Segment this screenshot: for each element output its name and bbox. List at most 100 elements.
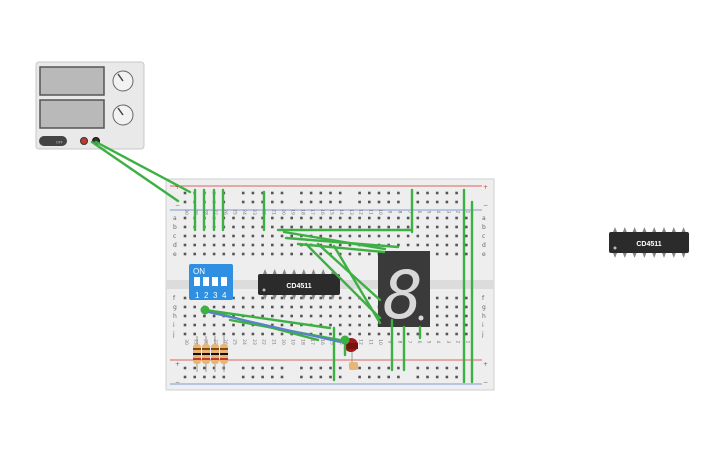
breadboard-hole[interactable] — [445, 305, 449, 309]
breadboard-hole[interactable] — [271, 243, 274, 247]
breadboard-hole[interactable] — [232, 243, 235, 247]
breadboard-hole[interactable] — [455, 314, 458, 318]
breadboard-hole[interactable] — [445, 296, 449, 300]
rail-hole[interactable] — [251, 200, 255, 204]
breadboard-hole[interactable] — [193, 243, 196, 247]
breadboard-hole[interactable] — [183, 243, 187, 247]
breadboard-hole[interactable] — [232, 234, 235, 238]
breadboard-hole[interactable] — [309, 314, 313, 318]
breadboard-hole[interactable] — [406, 234, 410, 238]
breadboard-hole[interactable] — [406, 332, 410, 336]
breadboard-hole[interactable] — [465, 305, 468, 309]
rail-hole[interactable] — [426, 375, 429, 379]
rail-hole[interactable] — [368, 375, 371, 379]
breadboard-hole[interactable] — [368, 234, 371, 238]
breadboard-hole[interactable] — [329, 332, 332, 336]
breadboard-hole[interactable] — [271, 296, 274, 300]
breadboard-hole[interactable] — [416, 225, 420, 229]
breadboard-hole[interactable] — [416, 216, 420, 220]
breadboard-hole[interactable] — [183, 332, 187, 336]
breadboard-hole[interactable] — [358, 314, 361, 318]
rail-hole[interactable] — [183, 191, 187, 195]
rail-hole[interactable] — [377, 366, 381, 370]
rail-hole[interactable] — [241, 191, 245, 195]
breadboard-hole[interactable] — [445, 243, 449, 247]
breadboard-hole[interactable] — [261, 225, 264, 229]
breadboard-hole[interactable] — [329, 323, 332, 327]
rail-hole[interactable] — [455, 200, 458, 204]
breadboard-hole[interactable] — [203, 323, 206, 327]
breadboard-hole[interactable] — [426, 243, 429, 247]
rail-hole[interactable] — [358, 366, 361, 370]
rail-hole[interactable] — [271, 200, 274, 204]
rail-hole[interactable] — [261, 200, 264, 204]
breadboard-hole[interactable] — [193, 314, 196, 318]
breadboard-hole[interactable] — [445, 216, 449, 220]
breadboard-hole[interactable] — [290, 225, 293, 229]
breadboard-hole[interactable] — [290, 216, 293, 220]
breadboard-hole[interactable] — [338, 216, 342, 220]
breadboard-hole[interactable] — [241, 305, 245, 309]
breadboard-hole[interactable] — [348, 216, 352, 220]
breadboard-hole[interactable] — [348, 243, 352, 247]
breadboard-hole[interactable] — [435, 216, 439, 220]
breadboard-hole[interactable] — [397, 332, 400, 336]
rail-hole[interactable] — [416, 375, 420, 379]
breadboard-hole[interactable] — [465, 296, 468, 300]
rail-hole[interactable] — [368, 200, 371, 204]
breadboard-hole[interactable] — [261, 332, 264, 336]
breadboard-hole[interactable] — [290, 252, 293, 256]
breadboard-hole[interactable] — [261, 314, 264, 318]
rail-hole[interactable] — [426, 191, 429, 195]
breadboard-hole[interactable] — [203, 252, 206, 256]
rail-hole[interactable] — [426, 366, 429, 370]
rail-hole[interactable] — [329, 366, 332, 370]
breadboard-hole[interactable] — [203, 332, 206, 336]
breadboard-hole[interactable] — [212, 332, 216, 336]
positive-terminal[interactable] — [80, 137, 88, 145]
breadboard-hole[interactable] — [319, 323, 323, 327]
breadboard-hole[interactable] — [280, 225, 284, 229]
breadboard-hole[interactable] — [445, 252, 449, 256]
breadboard-hole[interactable] — [455, 323, 458, 327]
breadboard-hole[interactable] — [435, 252, 439, 256]
rail-hole[interactable] — [319, 200, 323, 204]
breadboard-hole[interactable] — [397, 234, 400, 238]
rail-hole[interactable] — [445, 191, 449, 195]
breadboard-hole[interactable] — [368, 216, 371, 220]
rail-hole[interactable] — [445, 200, 449, 204]
breadboard-hole[interactable] — [232, 332, 235, 336]
breadboard-hole[interactable] — [358, 305, 361, 309]
rail-hole[interactable] — [426, 200, 429, 204]
breadboard-hole[interactable] — [329, 305, 332, 309]
breadboard-hole[interactable] — [397, 243, 400, 247]
rail-hole[interactable] — [455, 191, 458, 195]
breadboard-hole[interactable] — [232, 225, 235, 229]
breadboard-hole[interactable] — [280, 216, 284, 220]
breadboard-hole[interactable] — [368, 225, 371, 229]
breadboard-hole[interactable] — [358, 323, 361, 327]
rail-hole[interactable] — [358, 200, 361, 204]
breadboard-hole[interactable] — [445, 332, 449, 336]
breadboard-hole[interactable] — [445, 323, 449, 327]
breadboard-hole[interactable] — [465, 225, 468, 229]
rail-hole[interactable] — [435, 191, 439, 195]
rail-hole[interactable] — [193, 366, 196, 370]
breadboard-hole[interactable] — [377, 332, 381, 336]
jumper-wire[interactable] — [282, 230, 387, 251]
breadboard-hole[interactable] — [309, 296, 313, 300]
breadboard-hole[interactable] — [435, 305, 439, 309]
breadboard-hole[interactable] — [193, 234, 196, 238]
breadboard-hole[interactable] — [445, 234, 449, 238]
breadboard-hole[interactable] — [455, 296, 458, 300]
rail-hole[interactable] — [445, 375, 449, 379]
rail-hole[interactable] — [300, 200, 303, 204]
breadboard-hole[interactable] — [435, 314, 439, 318]
breadboard-hole[interactable] — [377, 216, 381, 220]
breadboard-hole[interactable] — [241, 332, 245, 336]
breadboard-hole[interactable] — [338, 323, 342, 327]
breadboard-hole[interactable] — [261, 296, 264, 300]
breadboard-hole[interactable] — [319, 296, 323, 300]
breadboard-hole[interactable] — [465, 234, 468, 238]
breadboard-hole[interactable] — [280, 305, 284, 309]
